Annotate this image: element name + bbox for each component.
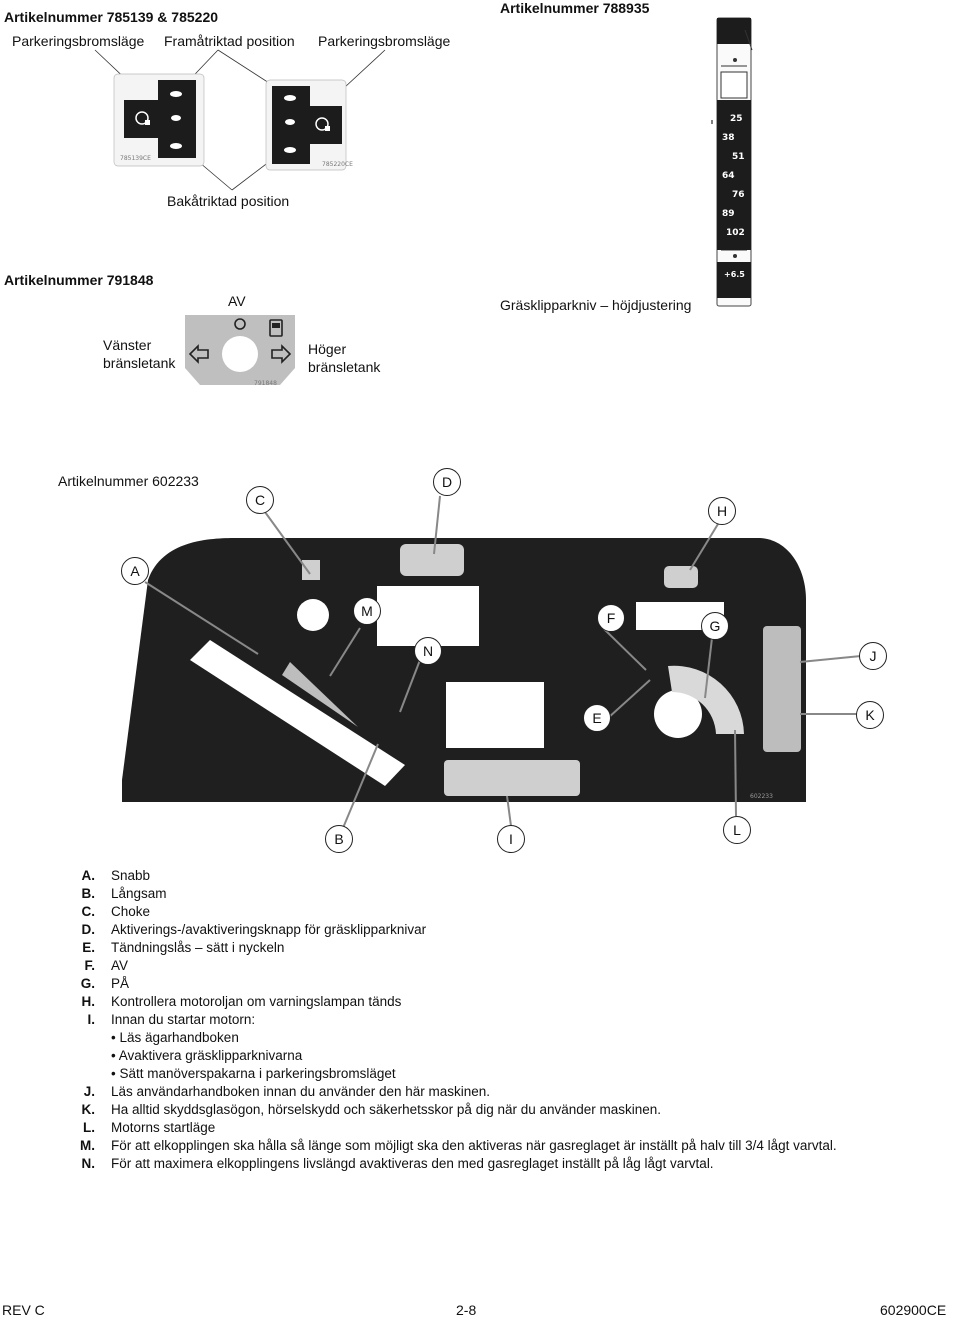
- callout-n: N: [414, 637, 442, 665]
- panel-code: 602233: [750, 793, 773, 800]
- decal-code-left: 785139CE: [120, 155, 151, 162]
- fuel-off-label: AV: [228, 293, 246, 309]
- height-decal-graphics: [711, 17, 753, 307]
- height-38: 38: [722, 133, 735, 143]
- callout-f: F: [597, 604, 625, 632]
- control-panel-graphics: [122, 495, 862, 829]
- heading-785139: Artikelnummer 785139 & 785220: [4, 9, 219, 25]
- heading-788935: Artikelnummer 788935: [500, 0, 650, 16]
- label-forward: Framåtriktad position: [164, 33, 295, 49]
- fuel-decal-code: 791848: [254, 380, 277, 387]
- callout-e: E: [583, 704, 611, 732]
- height-64: 64: [722, 171, 735, 181]
- label-parking-left: Parkeringsbromsläge: [12, 33, 145, 49]
- height-102: 102: [726, 228, 745, 238]
- fuel-right-label: Höger bränsletank: [308, 341, 381, 375]
- callout-j: J: [859, 642, 887, 670]
- height-76: 76: [732, 190, 745, 200]
- height-offset: +6.5: [724, 270, 745, 279]
- heading-602233: Artikelnummer 602233: [58, 473, 199, 489]
- height-25: 25: [730, 114, 743, 124]
- callout-c: C: [246, 486, 274, 514]
- callout-k: K: [856, 701, 884, 729]
- height-values: 25 38 51 64 76 89 102: [720, 112, 760, 252]
- label-parking-right: Parkeringsbromsläge: [318, 33, 451, 49]
- legend-list: A.Snabb B.Långsam C.Choke D.Aktiverings-…: [80, 868, 837, 1171]
- callout-m: M: [353, 597, 381, 625]
- heading-791848: Artikelnummer 791848: [4, 272, 154, 288]
- callout-l: L: [723, 816, 751, 844]
- callout-d: D: [433, 468, 461, 496]
- decal-code-right: 785220CE: [322, 161, 353, 168]
- footer-document-id: 602900CE: [880, 1302, 947, 1318]
- callout-h: H: [708, 497, 736, 525]
- callout-a: A: [121, 557, 149, 585]
- height-89: 89: [722, 209, 735, 219]
- decal-785-graphics: [94, 49, 386, 191]
- callout-i: I: [497, 825, 525, 853]
- callout-g: G: [701, 612, 729, 640]
- fuel-valve-decal: [185, 315, 295, 385]
- callout-b: B: [325, 825, 353, 853]
- height-51: 51: [732, 152, 745, 162]
- footer-page-number: 2-8: [456, 1302, 477, 1318]
- height-caption: Gräsklipparkniv – höjdjustering: [500, 297, 692, 313]
- fuel-left-label: Vänster bränsletank: [103, 337, 176, 371]
- label-reverse: Bakåtriktad position: [167, 193, 290, 209]
- footer-revision: REV C: [2, 1302, 45, 1318]
